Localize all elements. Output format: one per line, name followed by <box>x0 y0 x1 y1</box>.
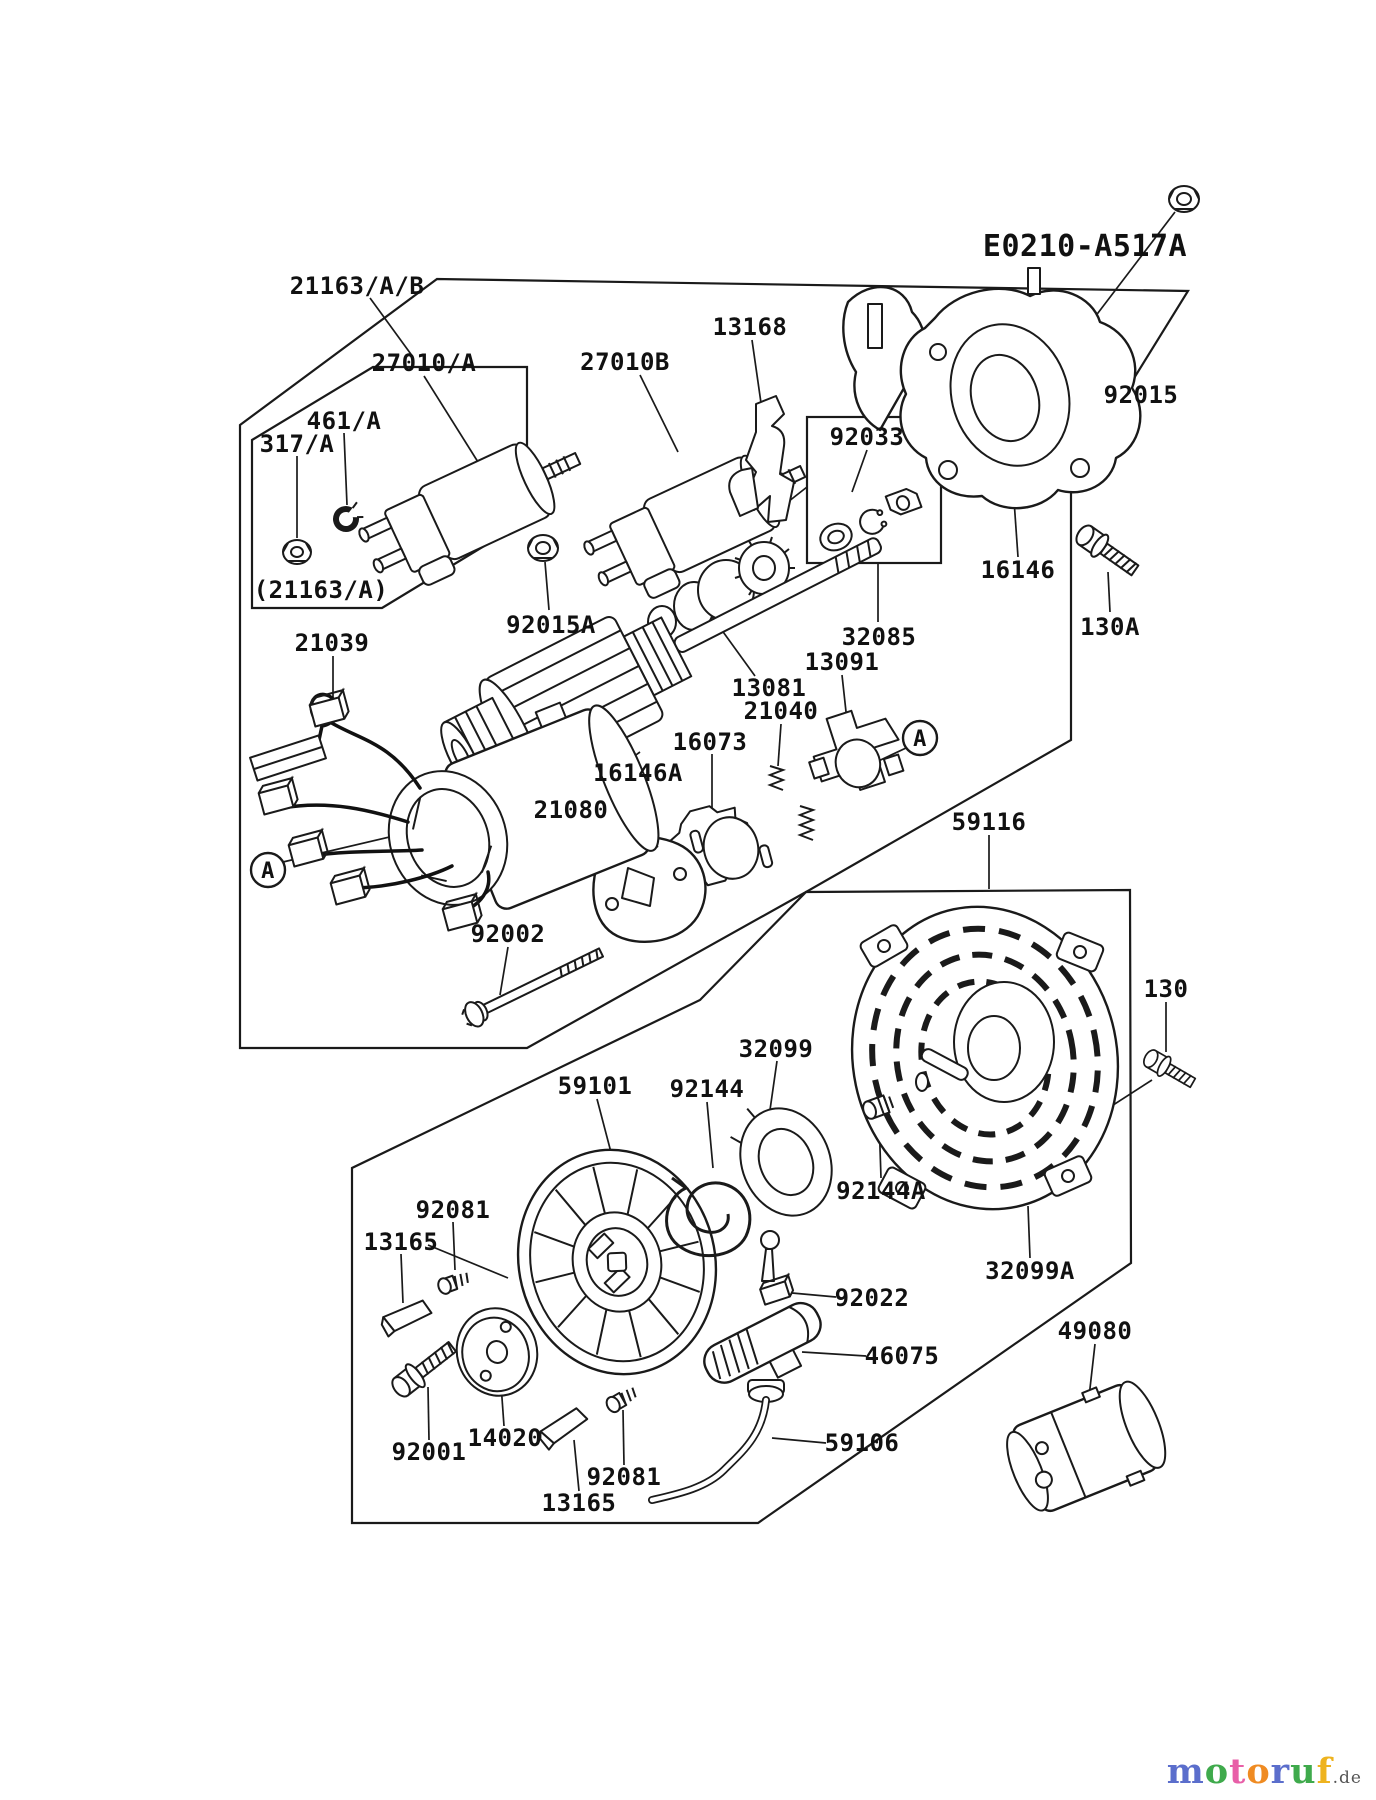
part-label-32099: 32099 <box>739 1035 814 1063</box>
part-label-92033: 92033 <box>830 423 905 451</box>
part-label-317A: 317/A <box>260 430 335 458</box>
part-label-92081: 92081 <box>416 1196 491 1224</box>
part-label-27010B: 27010B <box>580 348 670 376</box>
friction-ring-32099-drawing <box>730 1107 833 1217</box>
view-marker-circle <box>249 851 287 889</box>
part-label-16073: 16073 <box>673 728 748 756</box>
part-label-46075: 46075 <box>865 1342 940 1370</box>
watermark-letter: f <box>1316 1751 1333 1792</box>
part-label-13168: 13168 <box>713 313 788 341</box>
part-label-21039: 21039 <box>295 629 370 657</box>
part-label-92015A: 92015A <box>506 611 596 639</box>
part-label-16146: 16146 <box>981 556 1056 584</box>
recoil-group-outline <box>350 888 1133 1525</box>
through-bolt-92002-drawing <box>461 947 605 1028</box>
view-markers: AA <box>249 719 939 889</box>
part-label-21040: 21040 <box>744 697 819 725</box>
starter-rope-59106-drawing <box>648 1396 770 1504</box>
part-label-13165: 13165 <box>542 1489 617 1517</box>
watermark-letter: o <box>1246 1751 1271 1792</box>
bearing-cup-drawing <box>819 522 853 552</box>
part-label-13091: 13091 <box>805 648 880 676</box>
part-label-59116: 59116 <box>952 808 1027 836</box>
part-label-59101: 59101 <box>558 1072 633 1100</box>
e-ring-461a-drawing <box>333 501 364 532</box>
yoke-21039-drawing <box>249 687 660 932</box>
nut-92015a-drawing <box>527 534 559 562</box>
diagram-code: E0210-A517A <box>983 229 1187 264</box>
part-label-21163AB: 21163/A/B <box>290 272 425 300</box>
part-label-13081: 13081 <box>732 674 807 702</box>
bolt-130-drawing <box>1142 1049 1197 1089</box>
screw-92081-top-drawing <box>437 1272 469 1295</box>
part-label-92015: 92015 <box>1104 381 1179 409</box>
part-label-32099A: 32099A <box>985 1257 1075 1285</box>
watermark-letter: t <box>1229 1751 1247 1792</box>
retainer-clip-drawing <box>884 487 923 516</box>
part-label-92144A: 92144A <box>836 1177 926 1205</box>
snap-ring-92033-drawing <box>859 508 888 535</box>
motoruf-watermark: motoruf.de <box>1167 1751 1362 1792</box>
view-marker-letter: A <box>913 727 927 752</box>
part-label-92144: 92144 <box>670 1075 745 1103</box>
rope-anchor-drawing <box>759 1230 795 1306</box>
end-housing-16146-drawing <box>842 267 1142 510</box>
part-label-461A: 461/A <box>307 407 382 435</box>
solenoid-27010a-drawing <box>358 441 582 586</box>
clip-13165-top-drawing <box>380 1299 433 1338</box>
watermark-letter: r <box>1270 1751 1291 1792</box>
part-label-92081: 92081 <box>587 1463 662 1491</box>
brush-spring-drawing <box>767 765 787 791</box>
starter-handle-46075-drawing <box>703 1301 822 1403</box>
screw-92081-bottom-drawing <box>605 1387 637 1414</box>
part-label-130A: 130A <box>1080 613 1140 641</box>
plug-92144a-drawing <box>862 1094 895 1120</box>
fan-pulley-59101-drawing <box>516 1148 718 1376</box>
nut-317a-drawing <box>282 539 312 565</box>
recoil-housing-59116-drawing <box>850 905 1120 1211</box>
part-labels: 21163/A/B 27010/A 27010B 13168 92015 461/A317… <box>254 272 1189 1517</box>
starter-group-outline <box>238 277 1190 1050</box>
part-label-92002: 92002 <box>471 920 546 948</box>
part-label-27010A: 27010/A <box>372 349 477 377</box>
part-label-14020: 14020 <box>468 1424 543 1452</box>
part-label-92022: 92022 <box>835 1284 910 1312</box>
watermark-letter: u <box>1290 1751 1317 1792</box>
part-label-92001: 92001 <box>392 1438 467 1466</box>
watermark-suffix: .de <box>1332 1768 1362 1788</box>
part-label-21080: 21080 <box>534 796 609 824</box>
flange-bolt-92001-drawing <box>391 1341 458 1398</box>
watermark-letter: m <box>1166 1751 1205 1792</box>
part-label-13165: 13165 <box>364 1228 439 1256</box>
watermark-letter: o <box>1204 1751 1230 1792</box>
part-label-59106: 59106 <box>825 1429 900 1457</box>
brush-spring-2-drawing <box>797 805 817 841</box>
part-label-32085: 32085 <box>842 623 917 651</box>
brush-lever-13168-drawing <box>728 395 795 523</box>
part-label-49080: 49080 <box>1058 1317 1133 1345</box>
brush-holder-13091-drawing <box>808 709 905 791</box>
ratchet-plate-14020-drawing <box>455 1307 539 1397</box>
clip-13165-bottom-drawing <box>539 1407 589 1451</box>
nut-92015-drawing <box>1168 185 1200 213</box>
bolt-130a-drawing <box>1075 524 1140 577</box>
view-marker-letter: A <box>261 859 275 884</box>
oil-filter-49080-drawing <box>1006 1380 1167 1513</box>
part-label-130: 130 <box>1144 975 1189 1003</box>
recoil-spring-92144-drawing <box>665 1176 752 1258</box>
group-outlines <box>238 277 1190 1525</box>
part-label-16146A: 16146A <box>593 759 683 787</box>
view-marker-circle <box>901 719 939 757</box>
part-label-21163A: (21163/A) <box>254 576 389 604</box>
